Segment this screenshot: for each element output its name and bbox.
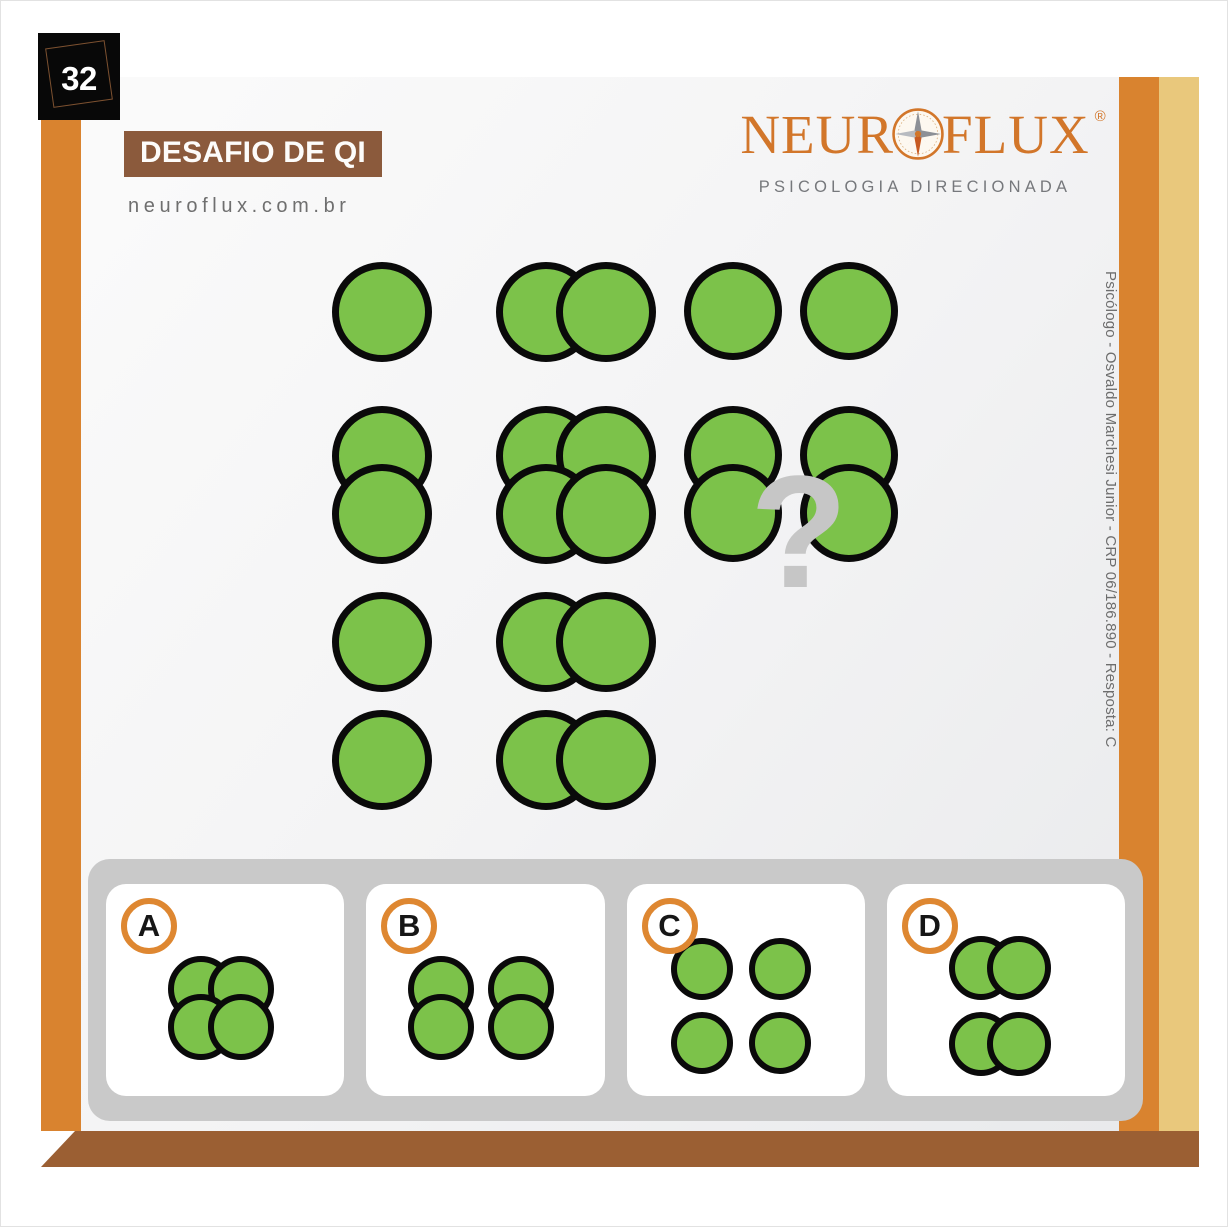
question-number-badge: 32 <box>38 33 120 120</box>
puzzle-canvas: DESAFIO DE QI neuroflux.com.br NEUR <box>88 77 1143 1131</box>
circle <box>800 464 898 562</box>
question-number: 32 <box>61 59 97 97</box>
brand-name-part1: NEUR <box>740 104 895 165</box>
circle <box>208 994 274 1060</box>
circle <box>556 592 656 692</box>
page-title: DESAFIO DE QI <box>124 131 382 177</box>
option-letter-a: A <box>121 898 177 954</box>
missing-piece-question-mark: ? <box>750 442 848 621</box>
circle <box>986 1012 1051 1076</box>
circle <box>332 592 432 692</box>
option-letter-c: C <box>641 898 698 954</box>
registered-trademark-icon: ® <box>1094 108 1107 125</box>
circle <box>670 1012 733 1074</box>
circle <box>556 464 656 564</box>
circle <box>748 938 811 1000</box>
matrix-cell-r3c2 <box>490 592 690 810</box>
circle <box>670 938 733 1000</box>
circle <box>748 1012 811 1074</box>
answer-option-b[interactable]: B <box>366 884 605 1096</box>
matrix-cell-r2c1 <box>320 402 520 588</box>
circle <box>488 994 555 1060</box>
answer-options-tray: A B C <box>88 859 1143 1121</box>
matrix-cell-r1c1 <box>320 252 520 438</box>
circle <box>332 710 432 810</box>
circle <box>556 710 656 810</box>
option-letter-d: D <box>901 898 958 954</box>
circle <box>332 464 432 564</box>
frame-side-right <box>1159 43 1199 1165</box>
answer-option-c[interactable]: C <box>626 884 865 1096</box>
puzzle-matrix <box>320 252 920 812</box>
matrix-cell-r1c2 <box>490 252 690 438</box>
option-c-figure <box>627 884 865 1096</box>
site-url: neuroflux.com.br <box>128 195 351 217</box>
brand-tagline: PSICOLOGIA DIRECIONADA <box>758 178 1072 196</box>
circle <box>684 262 782 360</box>
option-letter-b: B <box>381 898 438 954</box>
option-b-figure <box>366 884 604 1096</box>
credits-text: Psicólogo - Osvaldo Marchesi Junior - CR… <box>1102 271 1119 748</box>
circle <box>556 262 656 362</box>
frame-side-bottom <box>41 1131 1199 1167</box>
matrix-cell-r3c1 <box>320 592 520 810</box>
circle <box>332 262 432 362</box>
matrix-cell-r2c2 <box>490 402 690 588</box>
option-d-figure <box>887 884 1125 1096</box>
circle <box>408 994 475 1060</box>
brand-name-part2: FLUX <box>942 104 1090 165</box>
brand-logo: NEUR FLUX ® <box>720 107 1110 197</box>
answer-option-d[interactable]: D <box>886 884 1125 1096</box>
brand-name: NEUR FLUX ® <box>740 104 1105 169</box>
option-a-figure <box>106 884 344 1096</box>
circle <box>986 936 1051 1000</box>
compass-rose-icon <box>892 108 944 169</box>
answer-option-a[interactable]: A <box>106 884 345 1096</box>
circle <box>800 262 898 360</box>
matrix-cell-r2c3 <box>680 402 898 588</box>
frame-top-notch <box>119 43 1199 77</box>
matrix-cell-r1c3 <box>680 252 898 438</box>
circle <box>684 464 782 562</box>
